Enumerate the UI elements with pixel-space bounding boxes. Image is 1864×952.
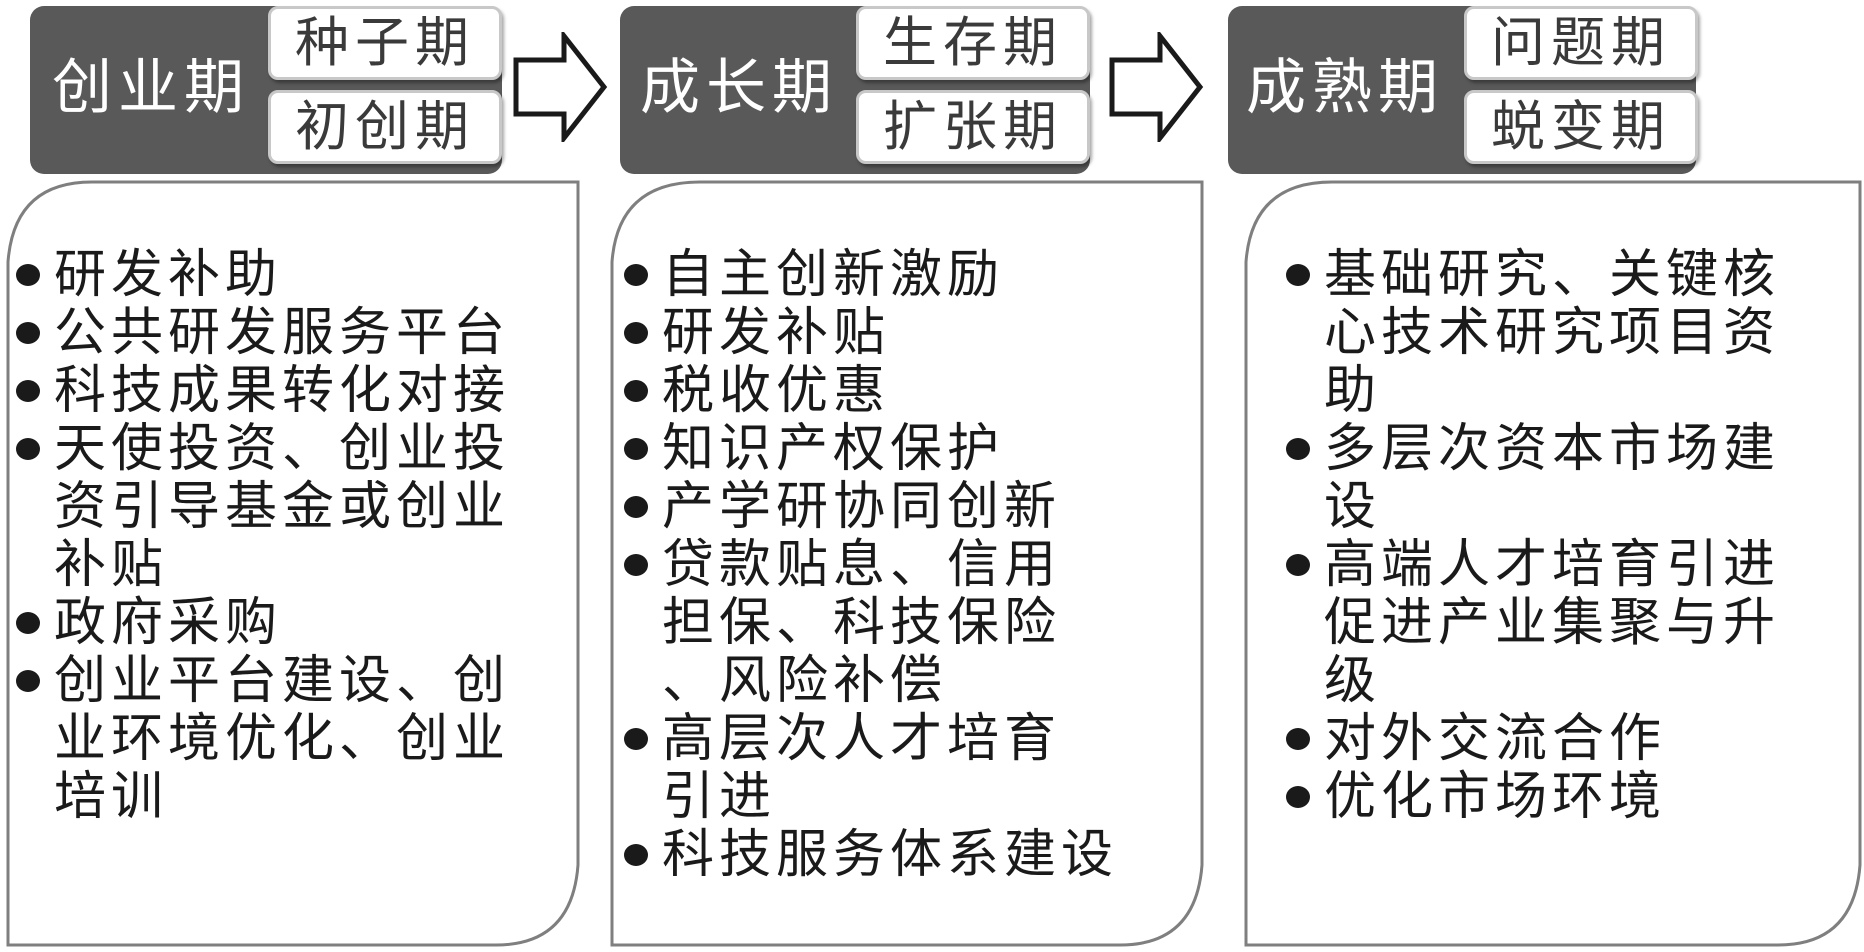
sub-phase-box: 生存期 <box>856 6 1090 80</box>
list-item: 研发补助 <box>16 246 576 304</box>
bullet-icon <box>1286 438 1310 460</box>
list-item: 贷款贴息、信用 担保、科技保险 、风险补偿 <box>624 536 1202 710</box>
list-item: 创业平台建设、创 业环境优化、创业 培训 <box>16 652 576 826</box>
bullet-icon <box>624 554 648 576</box>
bullet-icon <box>16 380 40 402</box>
list-item: 天使投资、创业投 资引导基金或创业 补贴 <box>16 420 576 594</box>
phase-title: 创业期 <box>52 53 250 123</box>
list-item: 科技成果转化对接 <box>16 362 576 420</box>
list-item: 研发补贴 <box>624 304 1202 362</box>
bullet-icon <box>16 438 40 460</box>
list-item: 税收优惠 <box>624 362 1202 420</box>
bullet-icon <box>624 844 648 866</box>
measures-list-startup: 研发补助 公共研发服务平台 科技成果转化对接 天使投资、创业投 资引导基金或创业… <box>16 246 576 826</box>
bullet-icon <box>624 496 648 518</box>
bullet-icon <box>624 264 648 286</box>
bullet-icon <box>1286 786 1310 808</box>
sub-phase-box: 问题期 <box>1464 6 1698 80</box>
list-item: 多层次资本市场建 设 <box>1286 420 1856 536</box>
list-item: 知识产权保护 <box>624 420 1202 478</box>
bullet-icon <box>624 380 648 402</box>
list-item: 高层次人才培育 引进 <box>624 710 1202 826</box>
list-item: 优化市场环境 <box>1286 768 1856 826</box>
list-item: 高端人才培育引进 促进产业集聚与升 级 <box>1286 536 1856 710</box>
list-item: 基础研究、关键核 心技术研究项目资 助 <box>1286 246 1856 420</box>
bullet-icon <box>1286 264 1310 286</box>
list-item: 政府采购 <box>16 594 576 652</box>
list-item: 产学研协同创新 <box>624 478 1202 536</box>
bullet-icon <box>16 322 40 344</box>
list-item: 对外交流合作 <box>1286 710 1856 768</box>
bullet-icon <box>1286 728 1310 750</box>
sub-phase-box: 种子期 <box>268 6 502 80</box>
bullet-icon <box>624 438 648 460</box>
list-item: 自主创新激励 <box>624 246 1202 304</box>
bullet-icon <box>16 264 40 286</box>
list-item: 科技服务体系建设 <box>624 826 1202 884</box>
arrow-right-icon <box>1109 32 1204 142</box>
bullet-icon <box>624 322 648 344</box>
bullet-icon <box>1286 554 1310 576</box>
sub-phase-box: 蜕变期 <box>1464 90 1698 164</box>
sub-phase-box: 扩张期 <box>856 90 1090 164</box>
measures-list-mature: 基础研究、关键核 心技术研究项目资 助 多层次资本市场建 设 高端人才培育引进 … <box>1286 246 1856 826</box>
bullet-icon <box>16 612 40 634</box>
bullet-icon <box>16 670 40 692</box>
bullet-icon <box>624 728 648 750</box>
measures-list-growth: 自主创新激励 研发补贴 税收优惠 知识产权保护 产学研协同创新 贷款贴息、信用 … <box>624 246 1202 884</box>
phase-title: 成熟期 <box>1246 53 1444 123</box>
phase-title: 成长期 <box>640 53 838 123</box>
sub-phase-box: 初创期 <box>268 90 502 164</box>
arrow-right-icon <box>513 32 608 142</box>
list-item: 公共研发服务平台 <box>16 304 576 362</box>
